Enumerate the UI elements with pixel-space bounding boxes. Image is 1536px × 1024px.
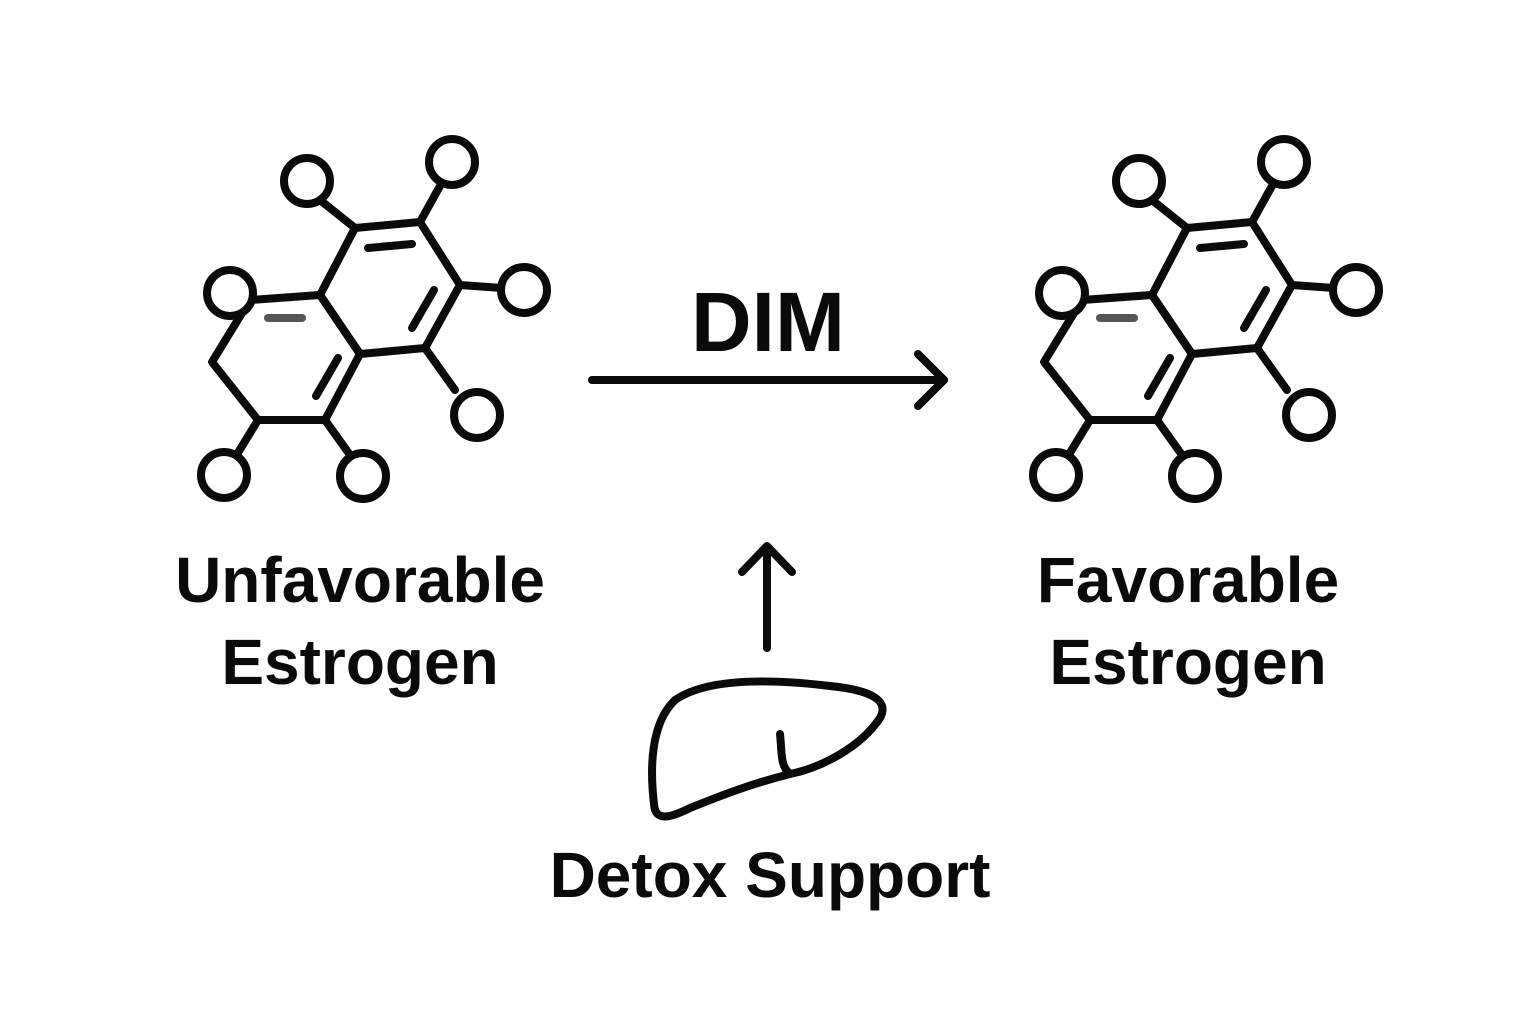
liver-icon [648, 677, 887, 821]
favorable-estrogen-molecule-icon [1033, 139, 1379, 499]
unfavorable-estrogen-molecule-icon [201, 139, 547, 499]
favorable-estrogen-label-line2: Estrogen [1049, 626, 1327, 698]
conversion-arrow-icon [588, 350, 948, 410]
dim-label: DIM [691, 275, 845, 369]
support-arrow-icon [738, 542, 796, 652]
unfavorable-estrogen-label-line1: Unfavorable [175, 544, 545, 616]
favorable-estrogen-label-line1: Favorable [1036, 544, 1340, 616]
unfavorable-estrogen-label-line2: Estrogen [221, 626, 499, 698]
detox-support-label: Detox Support [549, 839, 991, 911]
